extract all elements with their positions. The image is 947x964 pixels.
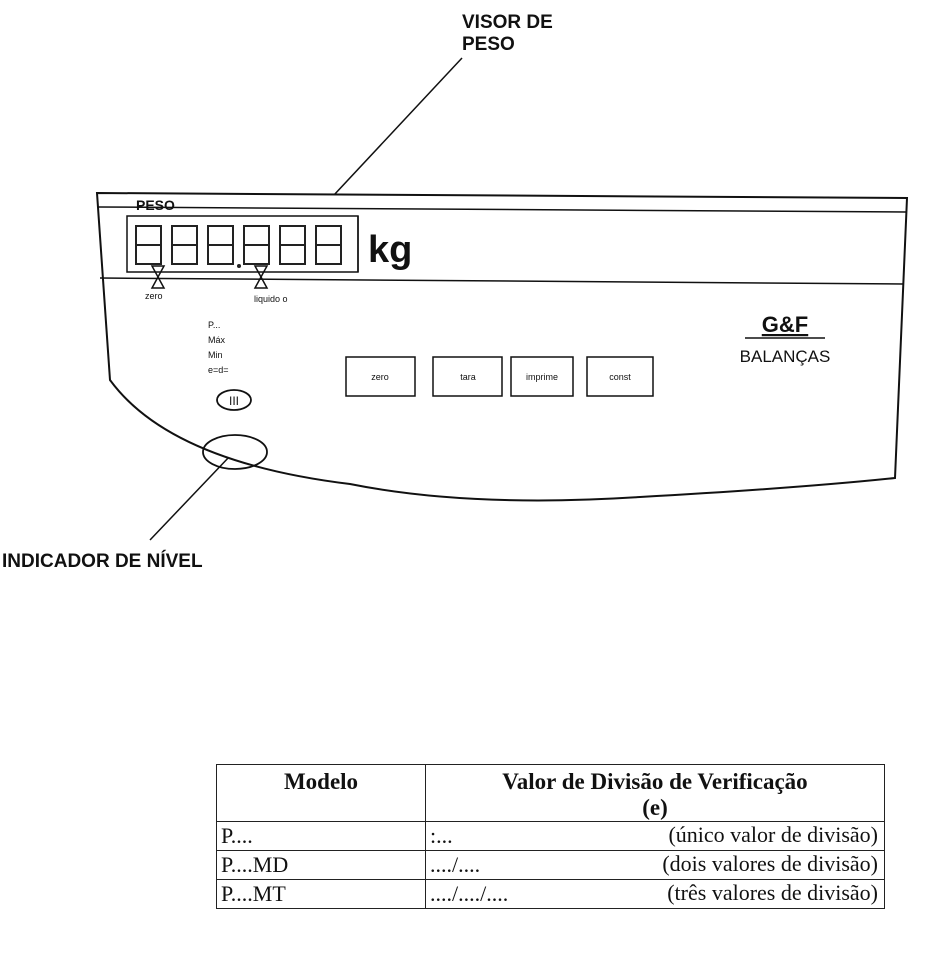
header-valor-line-2: (e): [642, 795, 668, 820]
unit-kg: kg: [368, 229, 412, 271]
display-digit-lower: [315, 244, 342, 265]
accuracy-class-text: III: [229, 394, 239, 408]
spec-line-min: Min: [208, 350, 223, 360]
spec-line-max: Máx: [208, 335, 226, 345]
brand-name: BALANÇAS: [740, 347, 831, 366]
imprime-button-label: imprime: [526, 372, 558, 382]
const-button-label: const: [609, 372, 631, 382]
table-row: P....MT ..../..../.... (três valores de …: [216, 879, 885, 909]
callout-visor-de-peso: VISOR DE PESO: [462, 12, 553, 56]
zero-button-label: zero: [371, 372, 389, 382]
display-digit-lower: [171, 244, 198, 265]
display-digit-lower: [279, 244, 306, 265]
liquido-indicator-label: liquido o: [254, 294, 288, 304]
tara-button-label: tara: [460, 372, 476, 382]
row-value: :...: [430, 823, 453, 848]
row-note: (único valor de divisão): [668, 822, 878, 847]
const-button[interactable]: const: [586, 356, 654, 397]
brand-logo: G&F: [762, 312, 808, 337]
callout-indicador-de-nivel: INDICADOR DE NÍVEL: [2, 551, 203, 572]
seven-segment-digits: [135, 225, 342, 268]
indicator-housing: [95, 191, 909, 502]
panel-label-peso: PESO: [136, 197, 175, 213]
housing-top-edge: [97, 206, 907, 213]
zero-indicator-label: zero: [145, 291, 163, 301]
row-value-cell: ..../..../.... (três valores de divisão): [425, 879, 885, 909]
spec-line-e-d: e=d=: [208, 365, 229, 375]
row-value-cell: :... (único valor de divisão): [425, 821, 885, 851]
zero-button[interactable]: zero: [345, 356, 416, 397]
table-row: P.... :... (único valor de divisão): [216, 821, 885, 851]
spec-line-model: P...: [208, 320, 220, 330]
callout-visor-line-1: VISOR DE: [462, 12, 553, 33]
row-model: P....MT: [216, 879, 426, 909]
tara-button[interactable]: tara: [432, 356, 503, 397]
accuracy-class-mark: [216, 389, 252, 411]
row-note: (três valores de divisão): [667, 880, 878, 905]
table-header-row: Modelo Valor de Divisão de Verificação (…: [216, 764, 885, 822]
liquido-indicator-icon: [253, 265, 269, 289]
verification-division-table: Modelo Valor de Divisão de Verificação (…: [216, 764, 885, 909]
leader-line-nivel: [149, 455, 231, 541]
imprime-button[interactable]: imprime: [510, 356, 574, 397]
table-row: P....MD ..../.... (dois valores de divis…: [216, 850, 885, 880]
level-indicator-bubble: [202, 434, 268, 470]
display-digit-lower: [243, 244, 270, 265]
row-value-cell: ..../.... (dois valores de divisão): [425, 850, 885, 880]
header-valor-line-1: Valor de Divisão de Verificação: [502, 769, 808, 794]
row-model: P....: [216, 821, 426, 851]
scale-indicator-drawing: PESO kg zero liquido o P... Máx Min e=d=…: [95, 57, 909, 541]
housing-display-edge: [99, 277, 904, 285]
zero-indicator-icon: [150, 265, 166, 289]
row-model: P....MD: [216, 850, 426, 880]
display-digit-lower: [207, 244, 234, 265]
header-valor-divisao: Valor de Divisão de Verificação (e): [425, 764, 885, 822]
display-digit-lower: [135, 244, 162, 265]
row-note: (dois valores de divisão): [662, 851, 878, 876]
row-value: ..../..../....: [430, 881, 509, 906]
header-modelo: Modelo: [216, 764, 426, 822]
row-value: ..../....: [430, 852, 481, 877]
display-decimal-point: [237, 264, 241, 268]
callout-visor-line-2: PESO: [462, 34, 515, 55]
